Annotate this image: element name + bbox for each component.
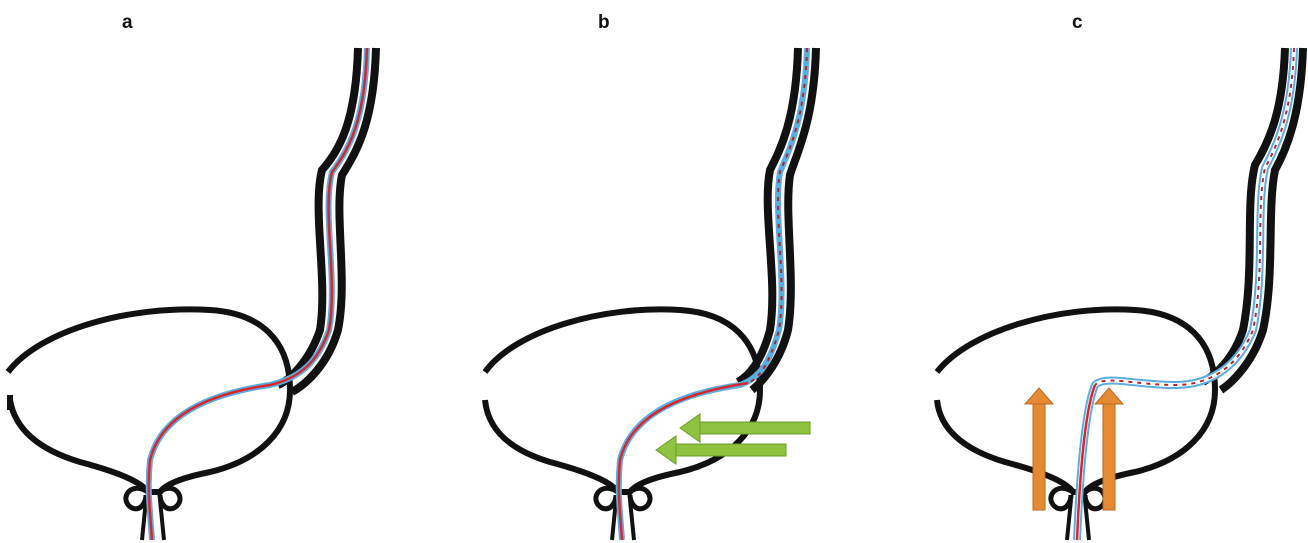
ureter-wall-left — [278, 48, 358, 385]
panel-c: c — [925, 0, 1308, 543]
sheath-blue — [619, 48, 807, 540]
arrow-green-lower — [656, 436, 786, 464]
guidewire-blue — [149, 48, 367, 540]
diagram-b — [470, 0, 890, 543]
guidewire-red — [619, 383, 748, 540]
guidewire-dashed — [748, 48, 807, 383]
panel-a: a — [0, 0, 420, 543]
arrow-orange-left — [1025, 388, 1053, 510]
diagram-c — [925, 0, 1308, 543]
diagram-a — [0, 0, 420, 543]
panel-b: b — [470, 0, 890, 543]
bladder-outline — [937, 309, 1215, 492]
ureter-wall-right — [752, 48, 816, 390]
